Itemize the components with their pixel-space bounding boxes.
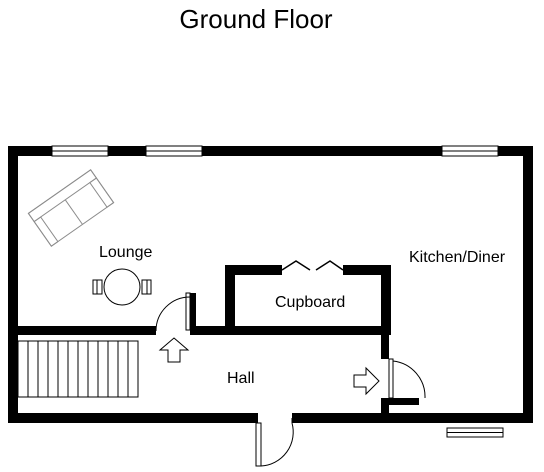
front-door xyxy=(255,418,294,467)
cupboard-doors xyxy=(281,260,344,271)
bottom-window xyxy=(446,427,504,438)
hall-up-arrow-icon xyxy=(158,337,190,363)
room-label-hall: Hall xyxy=(227,370,255,387)
kitchen-door xyxy=(388,358,426,399)
dining-table-icon xyxy=(92,268,152,306)
floor-title: Ground Floor xyxy=(179,4,333,34)
room-label-lounge: Lounge xyxy=(99,244,153,261)
top-windows xyxy=(51,145,499,157)
sofa-icon xyxy=(27,169,115,247)
hall-right-arrow-icon xyxy=(353,366,380,396)
staircase xyxy=(17,340,139,398)
outer-walls xyxy=(8,146,533,423)
room-label-kitchen-diner: Kitchen/Diner xyxy=(409,249,506,266)
lounge-door xyxy=(155,292,191,332)
interior-walls xyxy=(8,265,419,418)
room-label-cupboard: Cupboard xyxy=(275,294,346,311)
